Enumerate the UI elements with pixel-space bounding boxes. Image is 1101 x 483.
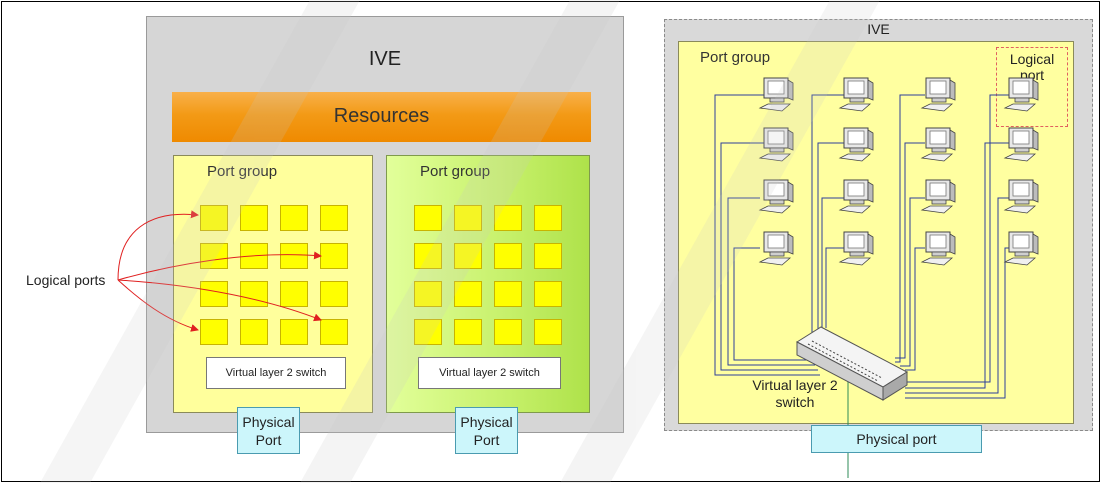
logical-ports-label: Logical ports (26, 272, 106, 288)
resources-label: Resources (333, 105, 430, 127)
group-1-logical-port (280, 205, 308, 231)
resources-bar (172, 92, 591, 142)
group-1-logical-port (240, 281, 268, 307)
group-2-logical-port (534, 243, 562, 269)
port-group-right-title: Port group (700, 49, 771, 66)
group-2-logical-port (494, 243, 522, 269)
group-2-logical-port (414, 319, 442, 345)
group-1-logical-port (320, 243, 348, 269)
group-1-logical-port (280, 319, 308, 345)
physical-port-right: Physical port (811, 425, 982, 453)
group-2-logical-port (534, 281, 562, 307)
arrow-to-port-3 (117, 279, 322, 322)
group-1-logical-port (320, 281, 348, 307)
virtual-switch-right-label: Virtual layer 2 switch (735, 377, 855, 411)
group-1-logical-port (320, 205, 348, 231)
group-1-logical-port (280, 243, 308, 269)
ive-title-right: IVE (867, 21, 890, 37)
group-1-logical-port (240, 205, 268, 231)
virtual-switch-right-line1: Virtual layer 2 (752, 377, 838, 393)
physical-port-2: Physical Port (455, 407, 518, 454)
virtual-switch-right-line2: switch (775, 394, 815, 410)
logical-port-highlight (996, 47, 1068, 127)
arrow-to-port-4 (117, 279, 199, 332)
physical-port-2-line1: Physical (460, 414, 513, 430)
physical-port-1-line2: Port (255, 432, 282, 448)
group-1-logical-port (200, 205, 228, 231)
group-1-logical-port (200, 243, 228, 269)
group-2-logical-port (454, 205, 482, 231)
ive-title-left: IVE (368, 48, 402, 70)
group-2-logical-port (494, 281, 522, 307)
group-1-logical-port (240, 319, 268, 345)
physical-port-2-line2: Port (473, 432, 500, 448)
group-2-logical-port (494, 319, 522, 345)
group-1-logical-port (200, 319, 228, 345)
group-2-logical-port (454, 319, 482, 345)
group-2-logical-port (454, 281, 482, 307)
group-2-logical-port (454, 243, 482, 269)
group-2-logical-port (534, 319, 562, 345)
virtual-switch-1: Virtual layer 2 switch (206, 357, 346, 389)
group-2-logical-port (494, 205, 522, 231)
port-group-1-title: Port group (207, 163, 278, 180)
group-2-logical-port (414, 243, 442, 269)
group-1-logical-port (280, 281, 308, 307)
group-1-logical-port (240, 243, 268, 269)
physical-port-1-line1: Physical (242, 414, 295, 430)
arrow-to-port-2 (117, 251, 322, 281)
group-1-logical-port (320, 319, 348, 345)
group-2-logical-port (534, 205, 562, 231)
virtual-switch-2: Virtual layer 2 switch (418, 357, 561, 389)
group-1-logical-port (200, 281, 228, 307)
group-2-logical-port (414, 205, 442, 231)
group-2-logical-port (414, 281, 442, 307)
arrow-to-port-1 (117, 210, 199, 281)
port-group-2-title: Port group (420, 163, 491, 180)
physical-port-1: Physical Port (237, 407, 300, 454)
